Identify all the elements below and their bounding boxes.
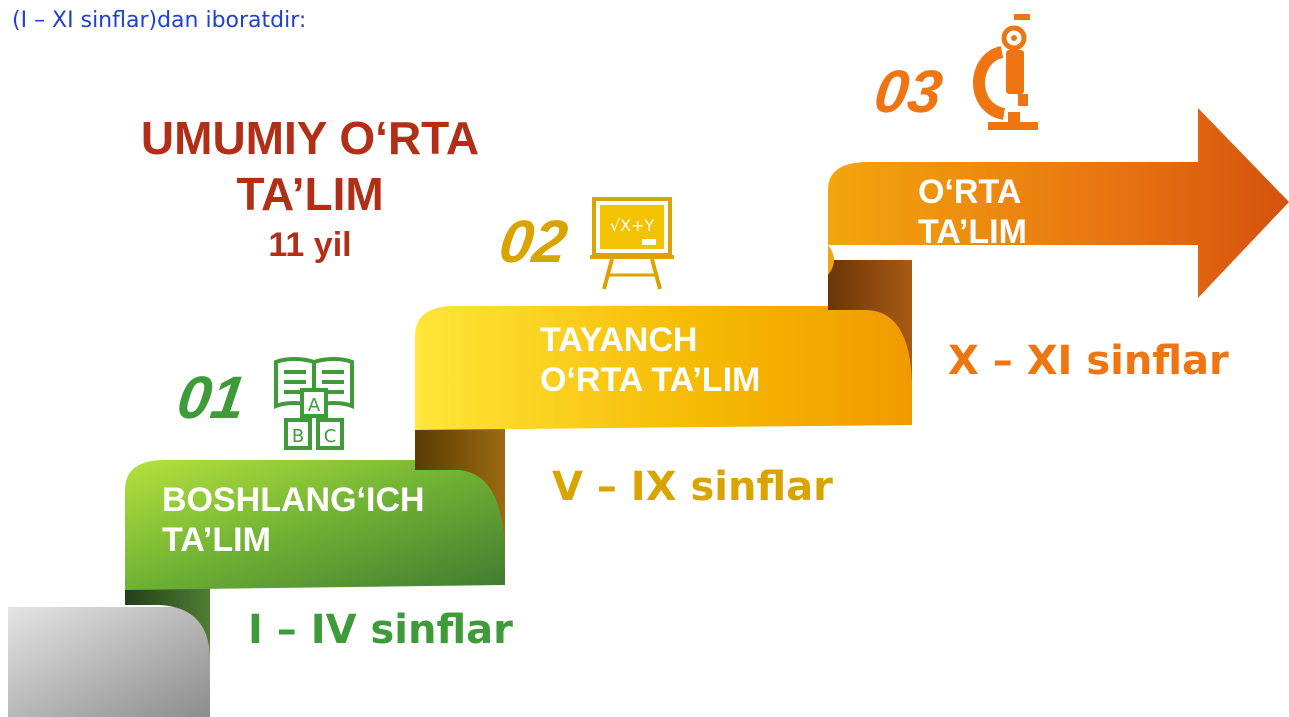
stage-1-grades: I – IV sinflar (248, 607, 513, 653)
svg-text:B: B (292, 426, 304, 447)
stage-2-number: 02 (495, 208, 572, 275)
stage-3-grades: X – XI sinflar (948, 338, 1229, 384)
stage-3-label: O‘RTA TA’LIM (918, 172, 1027, 252)
band-orange-arrow (828, 108, 1289, 298)
fold-green (125, 572, 210, 660)
stage-2-grades: V – IX sinflar (552, 464, 833, 510)
title-line-2: TA’LIM (236, 168, 384, 220)
stage-1-number: 01 (173, 364, 250, 431)
intro-text: (I – XI sinflar)dan iboratdir: (12, 8, 307, 33)
fold-orange (828, 260, 912, 390)
stage-1-label-line-2: TA’LIM (162, 521, 271, 559)
band-yellow (415, 306, 912, 430)
svg-text:A: A (308, 395, 321, 416)
stage-1-label-line-1: BOSHLANG‘ICH (162, 481, 425, 519)
title-duration: 11 yil (268, 226, 352, 264)
stage-3-label-line-2: TA’LIM (918, 213, 1027, 251)
band-green (125, 460, 505, 590)
stage-3-number: 03 (870, 58, 947, 125)
stage-3-label-line-1: O‘RTA (918, 173, 1022, 211)
title-line-1: UMUMIY O‘RTA (140, 112, 480, 164)
diagram-title: UMUMIY O‘RTA TA’LIM 11 yil (80, 110, 540, 268)
base-block (8, 607, 210, 717)
stage-2-label-line-2: O‘RTA TA’LIM (540, 361, 761, 399)
chalkboard-icon: √X+Y (590, 197, 674, 290)
stage-2-label-line-1: TAYANCH (540, 321, 698, 359)
microscope-icon (973, 14, 1038, 130)
fold-yellow (415, 420, 505, 560)
stage-1-label: BOSHLANG‘ICH TA’LIM (162, 480, 425, 560)
chalkboard-text: √X+Y (610, 216, 655, 235)
svg-text:C: C (324, 426, 337, 447)
stage-2-label: TAYANCH O‘RTA TA’LIM (540, 320, 760, 400)
